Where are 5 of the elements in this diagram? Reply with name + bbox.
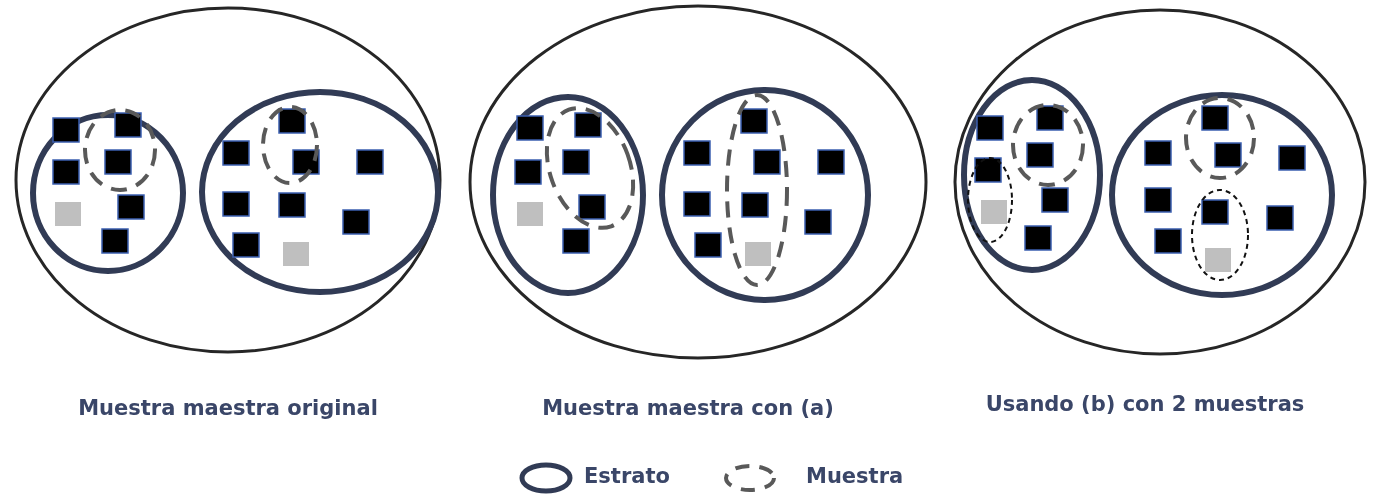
legend-label: Estrato [584, 464, 670, 488]
panel-caption: Muestra maestra original [78, 396, 378, 420]
panel-caption: Usando (b) con 2 muestras [985, 392, 1305, 416]
legend-label: Muestra [806, 464, 904, 488]
panel-caption: Muestra maestra con (a) [542, 396, 834, 420]
